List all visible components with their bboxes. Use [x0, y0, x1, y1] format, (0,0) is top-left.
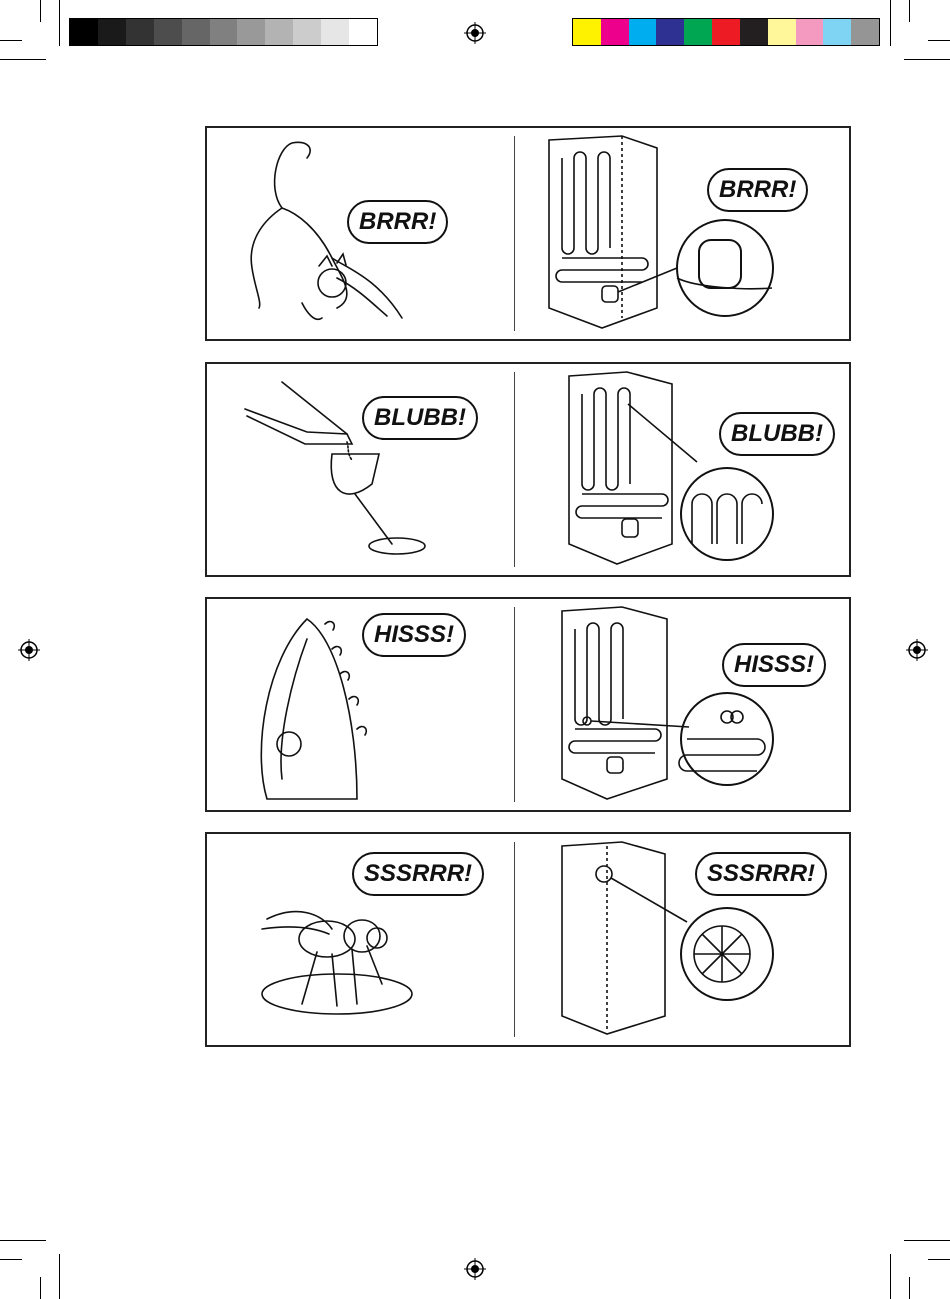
- gray-swatch: [293, 19, 321, 45]
- sound-bubble-left: BRRR!: [347, 200, 448, 244]
- registration-mark-icon: [906, 639, 928, 661]
- crop-mark: [59, 1254, 60, 1299]
- crop-mark: [890, 0, 891, 46]
- crop-mark: [0, 40, 22, 41]
- sound-bubble-right: BRRR!: [707, 168, 808, 212]
- compressor-icon: [207, 128, 853, 343]
- crop-mark: [0, 1240, 46, 1241]
- crop-mark: [928, 1259, 950, 1260]
- crop-mark: [909, 1277, 910, 1299]
- crop-mark: [0, 59, 46, 60]
- sound-panel-blubb: BLUBB! BLUBB!: [205, 362, 851, 577]
- gray-swatch: [98, 19, 126, 45]
- color-swatch: [656, 19, 684, 45]
- condenser-coil-icon: [207, 364, 853, 579]
- color-swatch: [851, 19, 879, 45]
- crop-mark: [904, 1240, 950, 1241]
- gray-swatch: [210, 19, 238, 45]
- gray-swatch: [154, 19, 182, 45]
- crop-mark: [40, 0, 41, 22]
- color-swatch: [601, 19, 629, 45]
- grayscale-calibration-bar: [69, 18, 378, 46]
- crop-mark: [59, 0, 60, 46]
- color-swatch: [573, 19, 601, 45]
- crop-mark: [40, 1277, 41, 1299]
- expansion-coil-icon: [207, 599, 853, 814]
- gray-swatch: [265, 19, 293, 45]
- color-swatch: [740, 19, 768, 45]
- color-swatch: [796, 19, 824, 45]
- gray-swatch: [70, 19, 98, 45]
- sound-bubble-right: SSSRRR!: [695, 852, 827, 896]
- color-swatch: [823, 19, 851, 45]
- color-swatch: [712, 19, 740, 45]
- registration-mark-icon: [464, 1258, 486, 1280]
- sound-panel-sssrrr: SSSRRR! SSSRRR!: [205, 832, 851, 1047]
- registration-mark-icon: [18, 639, 40, 661]
- color-swatch: [629, 19, 657, 45]
- gray-swatch: [182, 19, 210, 45]
- sound-bubble-left: BLUBB!: [362, 396, 478, 440]
- color-swatch: [684, 19, 712, 45]
- crop-mark: [909, 0, 910, 22]
- registration-mark-icon: [464, 22, 486, 44]
- gray-swatch: [126, 19, 154, 45]
- crop-mark: [904, 59, 950, 60]
- sound-bubble-left: SSSRRR!: [352, 852, 484, 896]
- color-swatch: [768, 19, 796, 45]
- sound-panel-hisss: HISSS! HISSS!: [205, 597, 851, 812]
- sound-bubble-right: HISSS!: [722, 643, 826, 687]
- gray-swatch: [349, 19, 377, 45]
- sound-bubble-left: HISSS!: [362, 613, 466, 657]
- crop-mark: [0, 1259, 22, 1260]
- gray-swatch: [321, 19, 349, 45]
- crop-mark: [890, 1254, 891, 1299]
- sound-panel-brrr: BRRR! BRRR!: [205, 126, 851, 341]
- crop-mark: [928, 40, 950, 41]
- color-calibration-bar: [572, 18, 880, 46]
- sound-bubble-right: BLUBB!: [719, 412, 835, 456]
- gray-swatch: [237, 19, 265, 45]
